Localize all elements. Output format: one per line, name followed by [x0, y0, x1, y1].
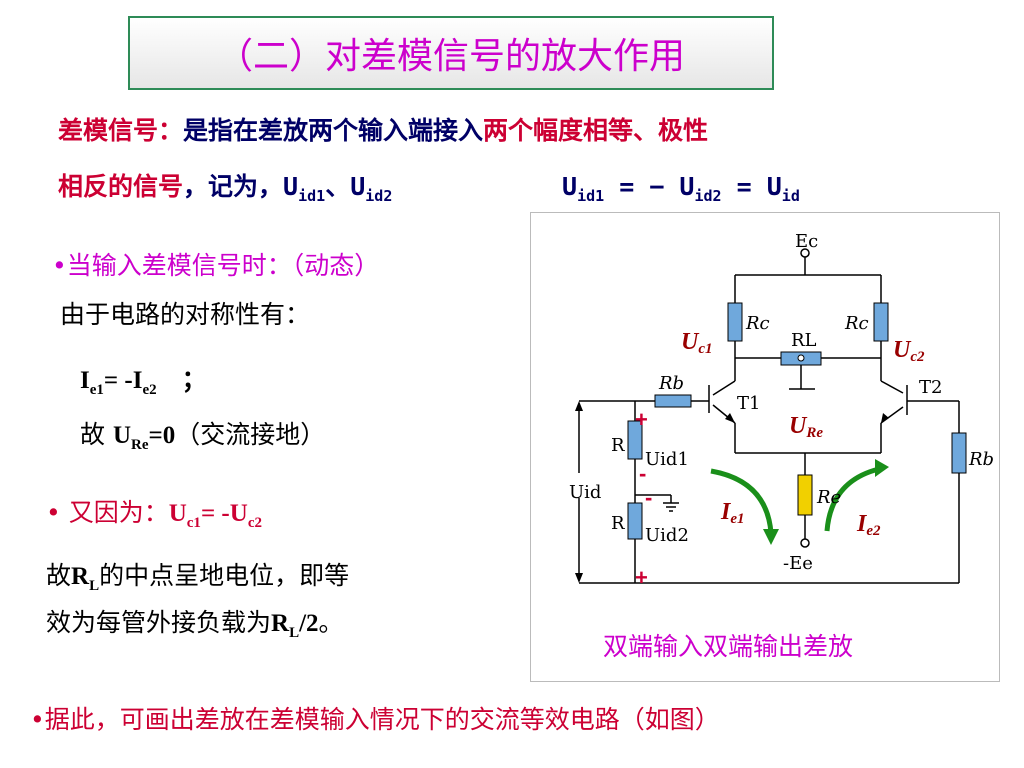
plus-top: +: [635, 407, 648, 432]
slide-title-text: （二）对差模信号的放大作用: [216, 36, 685, 77]
signal-uid2: Uid2: [350, 172, 393, 205]
ie1-arrow: [710, 468, 774, 534]
conclusion-line-1: 故RL的中点呈地电位，即等: [46, 561, 350, 594]
signal-uid1: Uid1: [283, 172, 326, 205]
uid-arrow-down: [575, 573, 583, 583]
definition-text-1: 是指在差放两个输入端接入: [183, 116, 484, 145]
plus-bottom: +: [635, 565, 648, 590]
bottom-note: •据此，可画出差放在差模输入情况下的交流等效电路（如图）: [30, 705, 720, 734]
definition-line-2: 相反的信号，记为，Uid1、Uid2: [58, 174, 392, 204]
uc1-label: Uc1: [681, 329, 713, 357]
dynamic-bullet: •当输入差模信号时：（动态）: [52, 251, 380, 280]
uid1-label: Uid1: [645, 449, 689, 470]
ure-line: 故 URe=0（交流接地）: [80, 420, 326, 453]
conclusion-line-2: 效为每管外接负载为RL/2。: [46, 608, 344, 641]
definition-line-1: 差模信号：是指在差放两个输入端接入两个幅度相等、极性: [58, 118, 708, 143]
symmetry-text: 由于电路的对称性有：: [60, 300, 311, 329]
rc1-resistor: [727, 302, 743, 342]
definition-text-2: 两个幅度相等、极性: [483, 116, 709, 145]
rc1-label: Rc: [745, 313, 770, 334]
definition-equation: Uid1 = − Uid2 = Uid: [562, 172, 800, 205]
ie2-arrow: [824, 466, 880, 532]
rb2-label: Rb: [968, 449, 994, 470]
definition-text-4: ，记为，: [183, 172, 284, 201]
r1-label: R: [611, 435, 625, 456]
uc2-label: Uc2: [893, 337, 925, 365]
ee-terminal: [800, 538, 810, 548]
ie-equation: Ie1= -Ie2 ；: [80, 367, 207, 398]
t2-label: T2: [919, 377, 942, 398]
minus-2: -: [645, 485, 652, 510]
uid2-label: Uid2: [645, 525, 689, 546]
because-line: • 又因为：Uc1= -Uc2: [46, 498, 262, 531]
r2-label: R: [611, 513, 625, 534]
signal-separator: 、: [325, 172, 351, 201]
circuit-wires: [578, 255, 960, 584]
re-label: Re: [816, 487, 841, 508]
rl-midpoint: [797, 354, 805, 362]
r1-resistor: [627, 420, 643, 460]
rc2-resistor: [873, 302, 889, 342]
uid-label: Uid: [569, 482, 601, 503]
ee-label: -Ee: [783, 553, 813, 574]
ure-label: URe: [789, 413, 823, 441]
re-resistor: [797, 474, 813, 516]
definition-label: 差模信号：: [58, 116, 184, 145]
circuit-diagram: Ec Rc Rc RL Rb Rb T1 T2 Re -Ee R R Uid1 …: [530, 212, 1000, 682]
ec-label: Ec: [795, 231, 818, 252]
t1-label: T1: [737, 393, 760, 414]
slide-title: （二）对差模信号的放大作用: [128, 16, 774, 90]
circuit-svg: Ec Rc Rc RL Rb Rb T1 T2 Re -Ee R R Uid1 …: [569, 231, 994, 661]
t1-emitter-arrow: [725, 413, 735, 423]
rc2-label: Rc: [844, 313, 869, 334]
t2-emitter-arrow: [881, 413, 889, 423]
rb1-label: Rb: [658, 373, 684, 394]
rl-label: RL: [791, 330, 817, 351]
ec-terminal: [800, 248, 810, 258]
minus-1: -: [639, 461, 646, 486]
rb1-resistor: [654, 394, 692, 408]
uid-arrow-up: [575, 401, 583, 411]
r2-resistor: [627, 502, 643, 540]
ie1-label: Ie1: [720, 499, 745, 527]
circuit-caption: 双端输入双端输出差放: [603, 632, 853, 661]
definition-text-3: 相反的信号: [58, 172, 184, 201]
ie2-label: Ie2: [856, 511, 881, 539]
rb2-resistor: [951, 432, 967, 474]
